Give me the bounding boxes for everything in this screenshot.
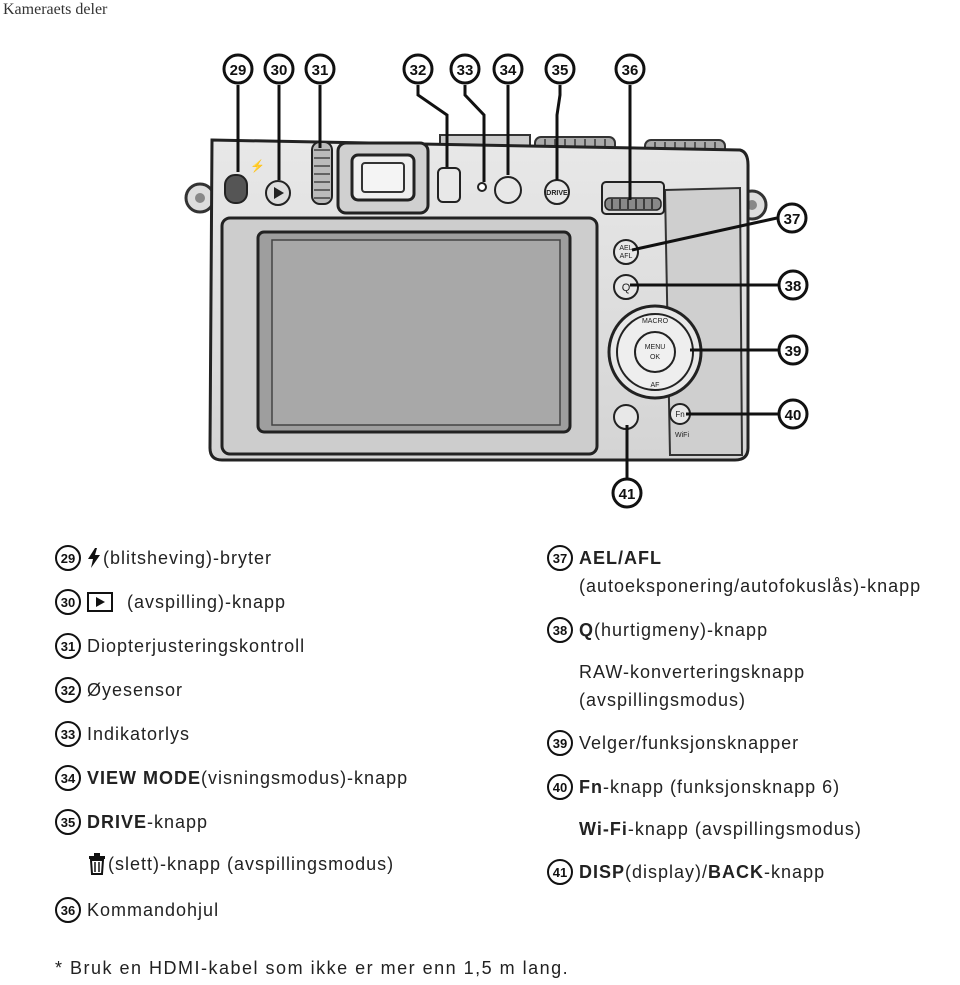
legend-text: -knapp [147, 811, 209, 832]
legend-text: -knapp [764, 861, 826, 882]
legend-item: 36 Kommandohjul [55, 897, 219, 923]
svg-text:40: 40 [785, 407, 802, 424]
camera-back-illustration: ⚡ DRIVE AEL AFL Q MENU OK MACRO AF Fn Wi… [184, 53, 809, 509]
menu-ok-button [634, 331, 676, 373]
svg-text:30: 30 [271, 62, 288, 79]
legend-item: 31 Diopterjusteringskontroll [55, 633, 305, 659]
callout-number: 39 [547, 730, 573, 756]
svg-text:37: 37 [784, 211, 801, 228]
callout-number: 29 [55, 545, 81, 571]
svg-text:34: 34 [500, 62, 517, 79]
legend-item: (autoeksponering/autofokuslås)-knapp [579, 576, 921, 597]
legend-bold-text: VIEW MODE [87, 767, 202, 788]
callout-number: 34 [55, 765, 81, 791]
legend-text: RAW-konverteringsknapp [579, 662, 806, 682]
legend-item: 35 DRIVE-knapp [55, 809, 208, 835]
callout-number: 30 [55, 589, 81, 615]
callout-number: 40 [547, 774, 573, 800]
diopter-wheel [311, 141, 333, 205]
svg-text:AFL: AFL [620, 253, 633, 260]
eye-sensor [437, 167, 461, 203]
callout-number: 33 [55, 721, 81, 747]
playback-icon [87, 592, 113, 612]
legend-bold-text: BACK [708, 861, 765, 882]
legend-item: 29 (blitsheving)-bryter [55, 545, 272, 571]
legend-text: (display)/ [625, 861, 709, 882]
footnote: * Bruk en HDMI-kabel som ikke er mer enn… [55, 958, 570, 978]
svg-text:32: 32 [410, 62, 427, 79]
legend-bold-text: DRIVE [87, 811, 148, 832]
svg-text:AF: AF [651, 382, 660, 389]
legend-item: (slett)-knapp (avspillingsmodus) [88, 853, 394, 875]
legend-item: (avspillingsmodus) [579, 690, 746, 711]
legend-item: 32 Øyesensor [55, 677, 183, 703]
callout-number: 32 [55, 677, 81, 703]
svg-text:WiFi: WiFi [675, 432, 689, 439]
legend-bold-text: Wi-Fi [579, 819, 628, 839]
callout-number: 38 [547, 617, 573, 643]
ael-afl-button [613, 239, 639, 265]
legend-text: (hurtigmeny)-knapp [594, 619, 769, 640]
svg-text:29: 29 [230, 62, 247, 79]
legend-text: (avspillingsmodus) [579, 690, 747, 710]
legend-item: 38 Q (hurtigmeny)-knapp [547, 617, 768, 643]
view-mode-button [494, 176, 522, 204]
svg-text:AEL: AEL [619, 245, 632, 252]
flash-icon [87, 548, 101, 568]
svg-text:38: 38 [785, 278, 802, 295]
svg-text:36: 36 [622, 62, 639, 79]
legend-item: 39 Velger/funksjonsknapper [547, 730, 799, 756]
legend-item: 41 DISP (display)/BACK-knapp [547, 859, 825, 885]
svg-text:OK: OK [650, 354, 660, 361]
legend-text: (avspilling)-knapp [127, 591, 287, 612]
legend-item: 33 Indikatorlys [55, 721, 190, 747]
legend-bold-text: Q [579, 619, 595, 640]
callout-number: 41 [547, 859, 573, 885]
legend-text: Velger/funksjonsknapper [579, 732, 800, 753]
legend-text: (autoeksponering/autofokuslås)-knapp [579, 576, 922, 596]
svg-text:33: 33 [457, 62, 474, 79]
svg-text:Fn: Fn [675, 410, 684, 419]
legend-text: Indikatorlys [87, 723, 191, 744]
legend-text: Kommandohjul [87, 899, 220, 920]
legend-bold-text: DISP [579, 861, 626, 882]
trash-icon [88, 853, 106, 875]
svg-text:DRIVE: DRIVE [546, 190, 568, 197]
svg-text:MENU: MENU [645, 344, 666, 351]
legend-item: 37 AEL/AFL [547, 545, 662, 571]
legend-item: Wi-Fi-knapp (avspillingsmodus) [579, 819, 862, 840]
callout-number: 36 [55, 897, 81, 923]
svg-text:⚡: ⚡ [250, 159, 265, 173]
callout-number: 35 [55, 809, 81, 835]
svg-text:Q: Q [622, 282, 631, 294]
legend-item: 40 Fn-knapp (funksjonsknapp 6) [547, 774, 840, 800]
svg-text:MACRO: MACRO [642, 318, 669, 325]
flash-switch [224, 174, 248, 204]
legend-text: -knapp (funksjonsknapp 6) [603, 776, 841, 797]
svg-text:31: 31 [312, 62, 329, 79]
callout-number: 31 [55, 633, 81, 659]
legend-text: Øyesensor [87, 679, 184, 700]
q-button [613, 274, 639, 300]
legend-text: (blitsheving)-bryter [103, 547, 273, 568]
legend-bold-text: AEL/AFL [579, 547, 662, 568]
legend-text: (slett)-knapp (avspillingsmodus) [108, 853, 395, 874]
indicator-lamp [477, 182, 487, 192]
callout-number: 37 [547, 545, 573, 571]
legend-text: (visningsmodus)-knapp [201, 767, 409, 788]
svg-text:39: 39 [785, 343, 802, 360]
legend-item: 30 (avspilling)-knapp [55, 589, 286, 615]
page-header: Kameraets deler [3, 1, 108, 18]
legend-bold-text: Fn [579, 776, 603, 797]
legend-text: Diopterjusteringskontroll [87, 635, 306, 656]
legend-item: 34 VIEW MODE (visningsmodus)-knapp [55, 765, 408, 791]
legend-text: -knapp (avspillingsmodus) [627, 819, 862, 839]
svg-text:41: 41 [619, 486, 636, 503]
legend-item: RAW-konverteringsknapp [579, 662, 805, 683]
svg-text:35: 35 [552, 62, 569, 79]
